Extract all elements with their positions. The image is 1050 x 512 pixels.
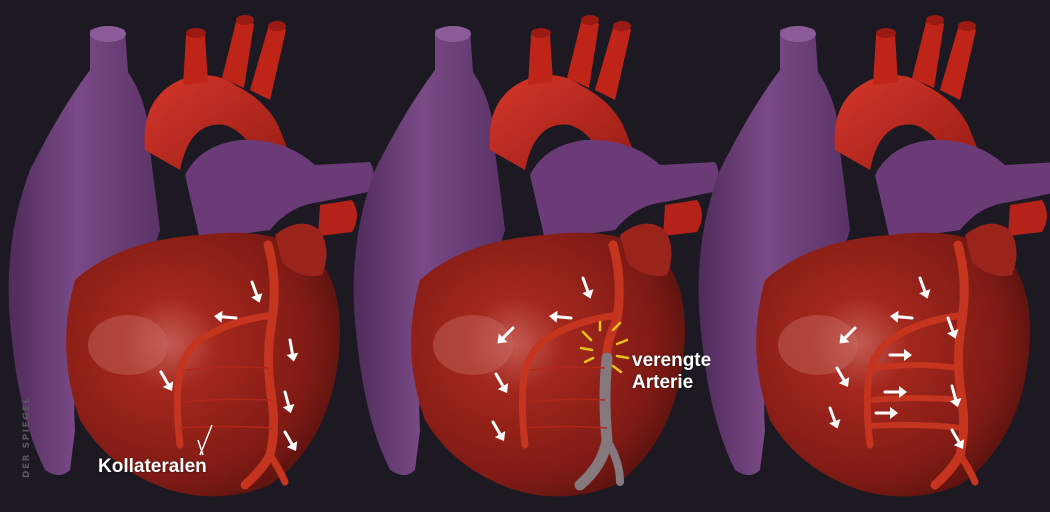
collaterals-label: Kollateralen [98,456,207,477]
heart-panel-2 [354,15,719,496]
publisher-credit: DER SPIEGEL [22,396,32,478]
heart-panel-1 [9,15,374,496]
narrowed-label-line1: verengte [632,350,711,371]
narrowed-label-line2: Arterie [632,372,693,393]
heart-panel-3 [699,15,1050,496]
